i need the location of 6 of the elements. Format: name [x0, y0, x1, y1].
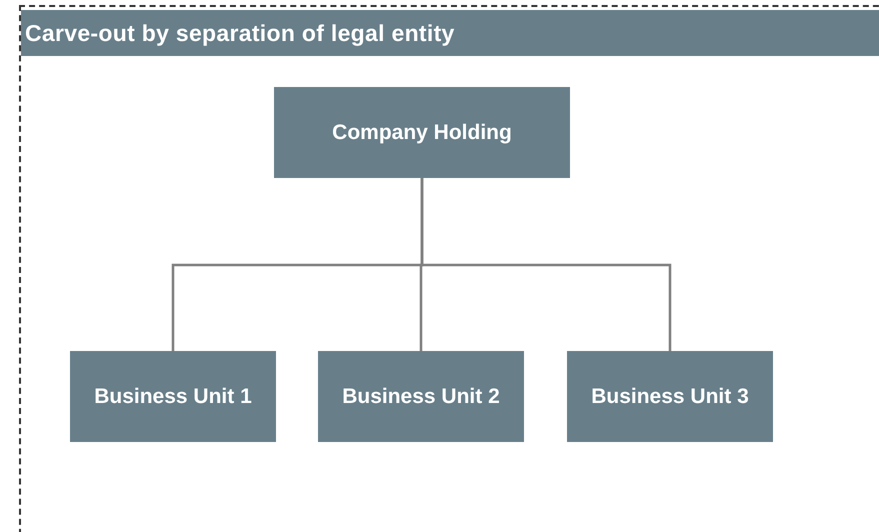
connector-line: [420, 178, 672, 351]
unit-box: Company Holding: [274, 87, 570, 178]
unit-box: Business Unit 3: [567, 351, 773, 442]
unit-box: Business Unit 1: [70, 351, 276, 442]
title-bar: Carve-out by separation of legal entity: [21, 10, 879, 56]
unit-box: Business Unit 2: [318, 351, 524, 442]
